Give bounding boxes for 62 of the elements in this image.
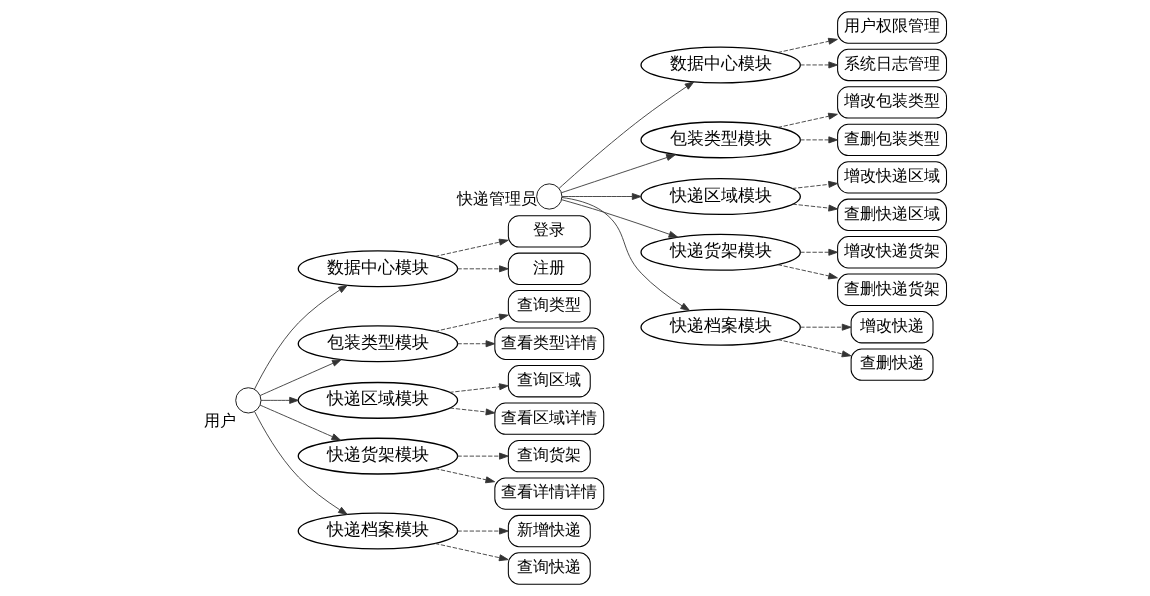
node-ellipse: 快递档案模块	[297, 512, 459, 550]
arrow	[254, 411, 348, 515]
arrow	[456, 452, 509, 460]
arrow	[792, 203, 838, 212]
node-ellipse: 快递区域模块	[297, 381, 459, 419]
node-ellipse: 快递档案模块	[640, 308, 801, 346]
arrow	[791, 180, 838, 189]
arrow	[799, 61, 838, 69]
node-box: 增改快递区域	[837, 161, 948, 194]
node-ellipse: 包装类型模块	[297, 325, 459, 363]
node-box: 增改快递	[850, 310, 934, 344]
arrow	[799, 323, 852, 331]
node-box: 查询区域	[507, 365, 591, 398]
node-ellipse: 数据中心模块	[297, 250, 459, 288]
node-box: 查看区域详情	[494, 402, 605, 435]
node-box: 系统日志管理	[837, 48, 948, 82]
node-box: 新增快递	[507, 514, 591, 548]
node-box: 查删包装类型	[837, 123, 948, 157]
arrow	[777, 339, 852, 358]
arrow	[456, 527, 509, 535]
node-box: 查删快递	[850, 348, 934, 381]
arrow	[561, 199, 679, 238]
node-person	[235, 387, 262, 414]
node-label: 用户	[203, 410, 236, 430]
arrow	[456, 340, 496, 348]
arrow	[449, 407, 496, 416]
node-box: 查删快递区域	[837, 198, 948, 231]
node-label: 快递管理员	[457, 189, 538, 209]
node-box: 查询货架	[507, 439, 591, 473]
arrow	[799, 248, 838, 256]
arrow	[434, 468, 496, 484]
arrow	[561, 197, 690, 311]
node-box: 查询快递	[507, 552, 591, 585]
node-box: 查看类型详情	[494, 327, 605, 360]
node-box: 用户权限管理	[837, 11, 948, 44]
arrow	[456, 265, 509, 273]
arrow	[448, 383, 509, 393]
node-ellipse: 数据中心模块	[640, 46, 801, 84]
arrow	[777, 37, 838, 53]
node-box: 查看详情详情	[494, 477, 605, 510]
node-box: 注册	[507, 252, 591, 286]
arrow	[777, 264, 838, 280]
arrow	[799, 136, 838, 144]
node-ellipse: 快递区域模块	[640, 178, 801, 216]
node-box: 登录	[507, 215, 591, 248]
arrow	[561, 154, 676, 194]
node-box: 查删快递货架	[837, 273, 948, 306]
node-person	[536, 183, 563, 210]
arrow	[259, 359, 342, 396]
arrow	[434, 313, 509, 332]
arrow	[259, 404, 342, 441]
node-box: 增改快递货架	[837, 236, 948, 269]
node-box: 增改包装类型	[837, 86, 948, 119]
arrow	[434, 238, 509, 257]
arrow	[434, 543, 509, 562]
arrow	[254, 284, 348, 390]
arrow	[777, 112, 838, 128]
node-box: 查询类型	[507, 290, 591, 323]
arrow	[558, 81, 695, 189]
node-ellipse: 快递货架模块	[297, 437, 459, 475]
arrow	[561, 193, 642, 200]
arrow	[260, 396, 299, 404]
